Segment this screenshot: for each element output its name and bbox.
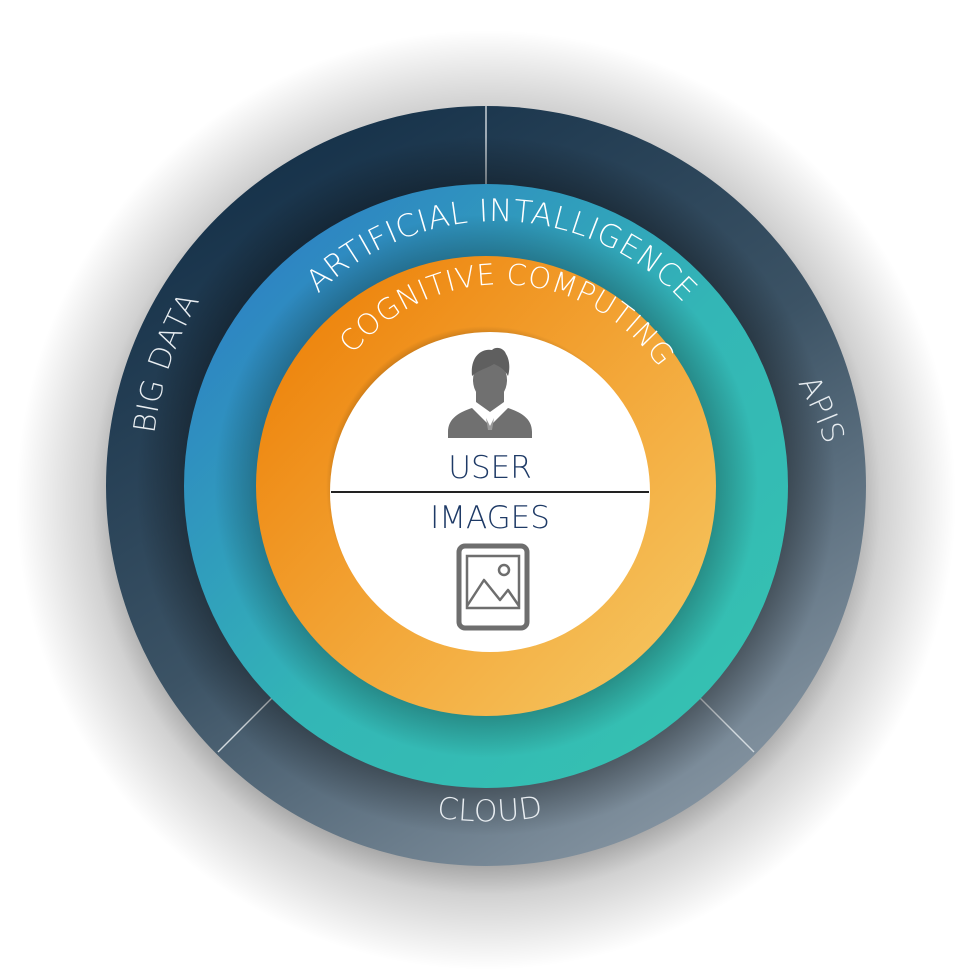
- user-icon: [448, 347, 532, 438]
- segment-label-cloud: CLOUD: [435, 790, 544, 829]
- image-icon: [456, 543, 530, 631]
- core-top-label: USER: [448, 450, 532, 486]
- core-bottom-label: IMAGES: [430, 500, 550, 536]
